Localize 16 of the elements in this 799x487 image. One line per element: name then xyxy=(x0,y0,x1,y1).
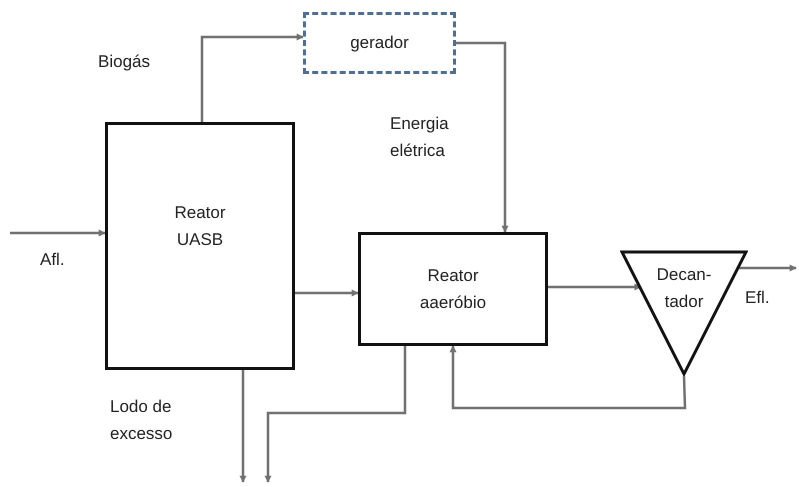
process-box xyxy=(303,12,456,74)
node-label: Reator aaeróbio xyxy=(418,264,488,314)
arrow xyxy=(736,264,797,272)
arrow xyxy=(10,230,106,236)
arrow xyxy=(264,346,406,483)
node-label: gerador xyxy=(350,32,409,54)
arrow xyxy=(450,345,686,410)
node-label: Reator UASB xyxy=(173,202,227,251)
arrow xyxy=(200,34,304,122)
node-label: Decan-tador xyxy=(656,264,712,313)
settler-triangle xyxy=(620,250,748,376)
arrow xyxy=(456,42,508,233)
arrow xyxy=(240,370,246,483)
arrow xyxy=(295,290,359,296)
process-box xyxy=(105,122,295,370)
process-box xyxy=(358,232,548,346)
